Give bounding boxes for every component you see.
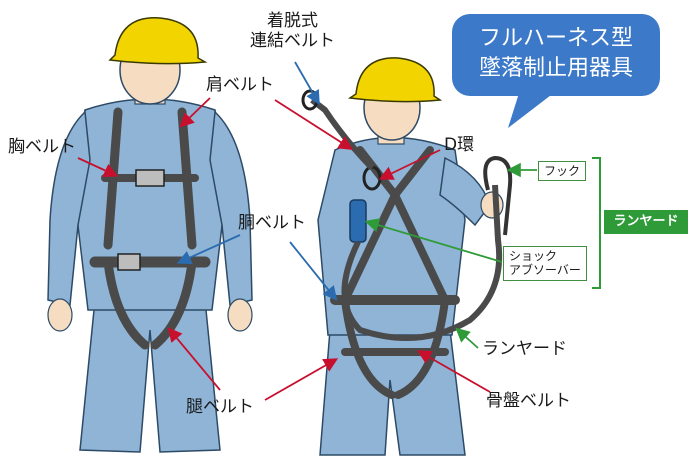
label-detachable-belt: 着脱式 連結ベルト [250,11,335,51]
arrow-leg-belt-back [264,358,339,401]
label-lanyard-group: ランヤード [604,210,688,234]
lanyard-bracket [592,157,601,289]
label-shoulder-belt: 肩ベルト [206,75,274,95]
arrow-shoulder-belt [179,97,211,128]
front-belt-buckle [117,253,141,271]
front-worker-right-hand [227,298,253,332]
callout-arrows [77,61,537,401]
front-chest-buckle [135,169,165,187]
front-worker-left-hand [47,298,73,332]
title-bubble: フルハーネス型 墜落制止用器具 [452,14,660,96]
arrow-leg-belt-front [167,327,221,391]
arrow-torso-belt-back [289,241,338,301]
label-pelvic-belt: 骨盤ベルト [486,391,571,411]
arrow-detachable-belt [294,61,320,106]
arrow-pelvic-belt [416,350,491,393]
arrow-shock-absorber [364,218,503,263]
back-worker-helmet [347,57,443,103]
front-worker-torso [71,98,229,311]
back-worker-arm [439,156,491,227]
front-worker-legs [79,299,221,453]
label-chest-belt: 胸ベルト [8,137,76,157]
label-hook: フック [538,161,587,182]
shock-absorber [349,199,367,243]
label-d-ring: D環 [444,135,475,155]
back-worker-hand [480,191,504,219]
label-leg-belt: 腿ベルト [186,397,254,417]
front-worker-helmet [108,17,208,65]
back-worker [301,57,513,456]
arrow-chest-belt [77,157,119,178]
label-shock-absorber: ショック アブソーバー [503,246,587,281]
label-torso-belt: 胴ベルト [238,213,306,233]
arrow-d-ring [378,149,441,180]
arrow-shoulder-belt-back [274,99,354,150]
lanyard-rope [341,184,503,341]
title-bubble-tail [508,90,555,128]
label-lanyard: ランヤード [482,339,567,359]
arrow-torso-belt-front [176,234,241,265]
arrow-lanyard [455,327,479,349]
